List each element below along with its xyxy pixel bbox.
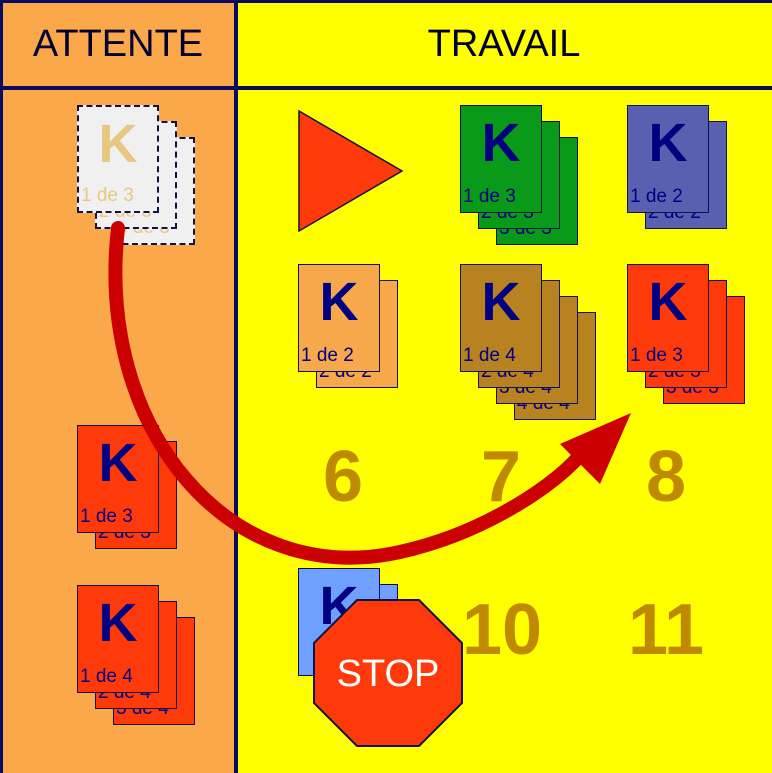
attente-header: ATTENTE — [0, 0, 236, 88]
kanban-letter: K — [481, 113, 521, 173]
slot-number: 6 — [322, 437, 364, 517]
stop-label: STOP — [337, 653, 440, 695]
slot-number: 11 — [627, 590, 705, 670]
kanban-card: K 1 de 3 — [627, 264, 709, 372]
kanban-letter: K — [319, 272, 359, 332]
card-label: 1 de 4 — [463, 345, 516, 366]
kanban-letter: K — [648, 113, 688, 173]
slot-number: 10 — [461, 590, 543, 670]
kanban-card: K 1 de 3 — [77, 425, 159, 533]
card-label: 1 de 2 — [301, 345, 354, 366]
card-label: 1 de 4 — [80, 666, 133, 687]
kanban-letter: K — [98, 593, 138, 653]
travail-header: TRAVAIL — [236, 0, 772, 88]
card-label: 1 de 3 — [630, 345, 683, 366]
card-label: 1 de 2 — [630, 186, 683, 207]
card-label: 1 de 3 — [81, 185, 134, 206]
play-triangle-icon — [298, 109, 404, 233]
kanban-card: K 1 de 2 — [627, 105, 709, 213]
kanban-card: K 1 de 4 — [460, 264, 542, 372]
left-border — [0, 0, 3, 773]
header-divider — [0, 86, 772, 90]
kanban-card: K 1 de 4 — [77, 585, 159, 693]
stop-sign-icon: STOP — [313, 599, 463, 747]
kanban-card: K 1 de 3 — [77, 105, 159, 213]
kanban-letter: K — [481, 272, 521, 332]
kanban-letter: K — [98, 114, 138, 174]
card-label: 1 de 3 — [463, 186, 516, 207]
column-divider — [234, 0, 238, 773]
kanban-card: K 1 de 2 — [298, 264, 380, 372]
card-label: 1 de 3 — [80, 506, 133, 527]
kanban-letter: K — [98, 433, 138, 493]
kanban-card: K 1 de 3 — [460, 105, 542, 213]
slot-number: 8 — [645, 437, 687, 517]
kanban-letter: K — [648, 272, 688, 332]
top-border — [0, 0, 772, 3]
